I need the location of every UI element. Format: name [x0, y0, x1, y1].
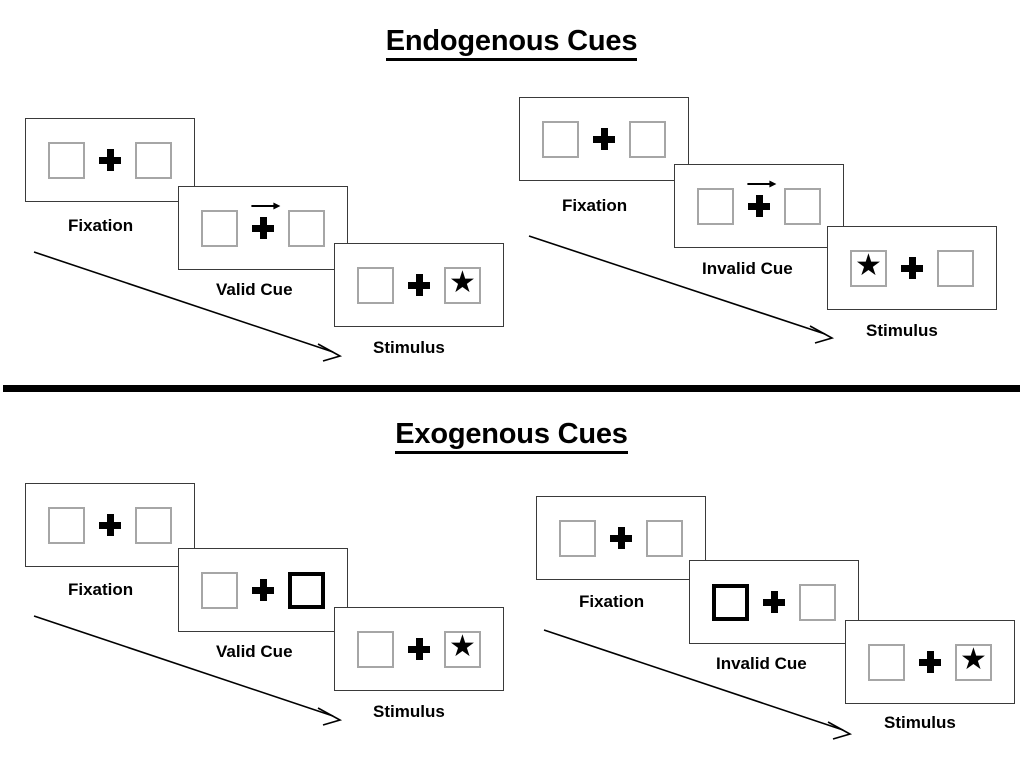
- panel-endogenous-invalid-stimulus: ★: [827, 226, 997, 310]
- fixation-cross-wrap: [252, 579, 274, 601]
- fixation-cross-wrap: [251, 202, 281, 239]
- caption-endogenous-invalid-stimulus: Stimulus: [866, 321, 938, 340]
- panel-endogenous-invalid-cue: [674, 164, 844, 248]
- panel-exogenous-valid-fixation: [25, 483, 195, 567]
- right-box: ★: [444, 630, 481, 668]
- arrow-right-icon: [747, 180, 777, 188]
- section-title-exogenous: Exogenous Cues: [0, 418, 1023, 454]
- fixation-cross-wrap: [901, 257, 923, 279]
- caption-exogenous-valid-cue: Valid Cue: [216, 642, 293, 661]
- right-box: [135, 141, 172, 179]
- star-icon: ★: [855, 249, 882, 282]
- section-title-endogenous: Endogenous Cues: [0, 25, 1023, 61]
- right-box: ★: [444, 266, 481, 304]
- panel-exogenous-invalid-cue: [689, 560, 859, 644]
- star-icon: ★: [449, 266, 476, 299]
- panel-content: ★: [850, 249, 974, 287]
- right-box: [135, 506, 172, 544]
- caption-exogenous-valid-stimulus: Stimulus: [373, 702, 445, 721]
- fixation-cross-icon: [919, 651, 941, 673]
- panel-content: [697, 180, 821, 225]
- left-box: [201, 571, 238, 609]
- right-box: [799, 583, 836, 621]
- caption-endogenous-invalid-cue: Invalid Cue: [702, 259, 793, 278]
- section-title-endogenous-text: Endogenous Cues: [385, 25, 637, 61]
- fixation-cross-icon: [408, 638, 430, 660]
- fixation-cross-icon: [901, 257, 923, 279]
- fixation-cross-icon: [610, 527, 632, 549]
- left-box: [48, 141, 85, 179]
- caption-exogenous-valid-fixation: Fixation: [68, 580, 134, 599]
- caption-exogenous-invalid-stimulus: Stimulus: [884, 713, 956, 732]
- panel-content: ★: [357, 266, 481, 304]
- caption-exogenous-invalid-fixation: Fixation: [579, 592, 645, 611]
- star-icon: ★: [449, 630, 476, 663]
- time-arrow-exogenous-invalid: [543, 629, 853, 740]
- fixation-cross-icon: [763, 591, 785, 613]
- panel-content: ★: [868, 643, 992, 681]
- fixation-cross-wrap: [747, 180, 777, 217]
- panel-exogenous-valid-stimulus: ★: [334, 607, 504, 691]
- arrow-right-icon: [251, 202, 281, 210]
- right-box: [646, 519, 683, 557]
- time-arrow-exogenous-valid: [33, 615, 343, 726]
- left-box: [868, 643, 905, 681]
- panel-content: ★: [357, 630, 481, 668]
- fixation-cross-wrap: [593, 128, 615, 150]
- caption-endogenous-valid-fixation: Fixation: [68, 216, 134, 235]
- right-box: [629, 120, 666, 158]
- fixation-cross-icon: [252, 217, 274, 239]
- fixation-cross-wrap: [408, 274, 430, 296]
- fixation-cross-icon: [593, 128, 615, 150]
- left-box: [697, 187, 734, 225]
- panel-content: [559, 519, 683, 557]
- panel-exogenous-invalid-stimulus: ★: [845, 620, 1015, 704]
- caption-endogenous-valid-stimulus: Stimulus: [373, 338, 445, 357]
- fixation-cross-wrap: [919, 651, 941, 673]
- left-box: [542, 120, 579, 158]
- fixation-cross-wrap: [408, 638, 430, 660]
- left-box: ★: [850, 249, 887, 287]
- section-divider: [3, 385, 1020, 392]
- fixation-cross-icon: [99, 149, 121, 171]
- left-box-cued: [712, 583, 749, 621]
- panel-content: [712, 583, 836, 621]
- caption-endogenous-valid-cue: Valid Cue: [216, 280, 293, 299]
- panel-endogenous-invalid-fixation: [519, 97, 689, 181]
- fixation-cross-icon: [408, 274, 430, 296]
- right-box: [784, 187, 821, 225]
- fixation-cross-wrap: [99, 514, 121, 536]
- fixation-cross-icon: [99, 514, 121, 536]
- fixation-cross-wrap: [763, 591, 785, 613]
- time-arrow-endogenous-valid: [33, 251, 343, 362]
- fixation-cross-wrap: [610, 527, 632, 549]
- left-box: [357, 630, 394, 668]
- right-box-cued: [288, 571, 325, 609]
- left-box: [357, 266, 394, 304]
- panel-content: [201, 571, 325, 609]
- panel-exogenous-valid-cue: [178, 548, 348, 632]
- panel-content: [48, 506, 172, 544]
- fixation-cross-wrap: [99, 149, 121, 171]
- section-title-exogenous-text: Exogenous Cues: [395, 418, 628, 454]
- right-box: ★: [955, 643, 992, 681]
- right-box: [937, 249, 974, 287]
- caption-exogenous-invalid-cue: Invalid Cue: [716, 654, 807, 673]
- panel-content: [542, 120, 666, 158]
- panel-content: [201, 202, 325, 247]
- left-box: [559, 519, 596, 557]
- star-icon: ★: [960, 643, 987, 676]
- fixation-cross-icon: [748, 195, 770, 217]
- panel-exogenous-invalid-fixation: [536, 496, 706, 580]
- right-box: [288, 209, 325, 247]
- caption-endogenous-invalid-fixation: Fixation: [562, 196, 628, 215]
- left-box: [48, 506, 85, 544]
- left-box: [201, 209, 238, 247]
- panel-content: [48, 141, 172, 179]
- time-arrow-endogenous-invalid: [528, 235, 835, 344]
- panel-endogenous-valid-fixation: [25, 118, 195, 202]
- panel-endogenous-valid-cue: [178, 186, 348, 270]
- fixation-cross-icon: [252, 579, 274, 601]
- panel-endogenous-valid-stimulus: ★: [334, 243, 504, 327]
